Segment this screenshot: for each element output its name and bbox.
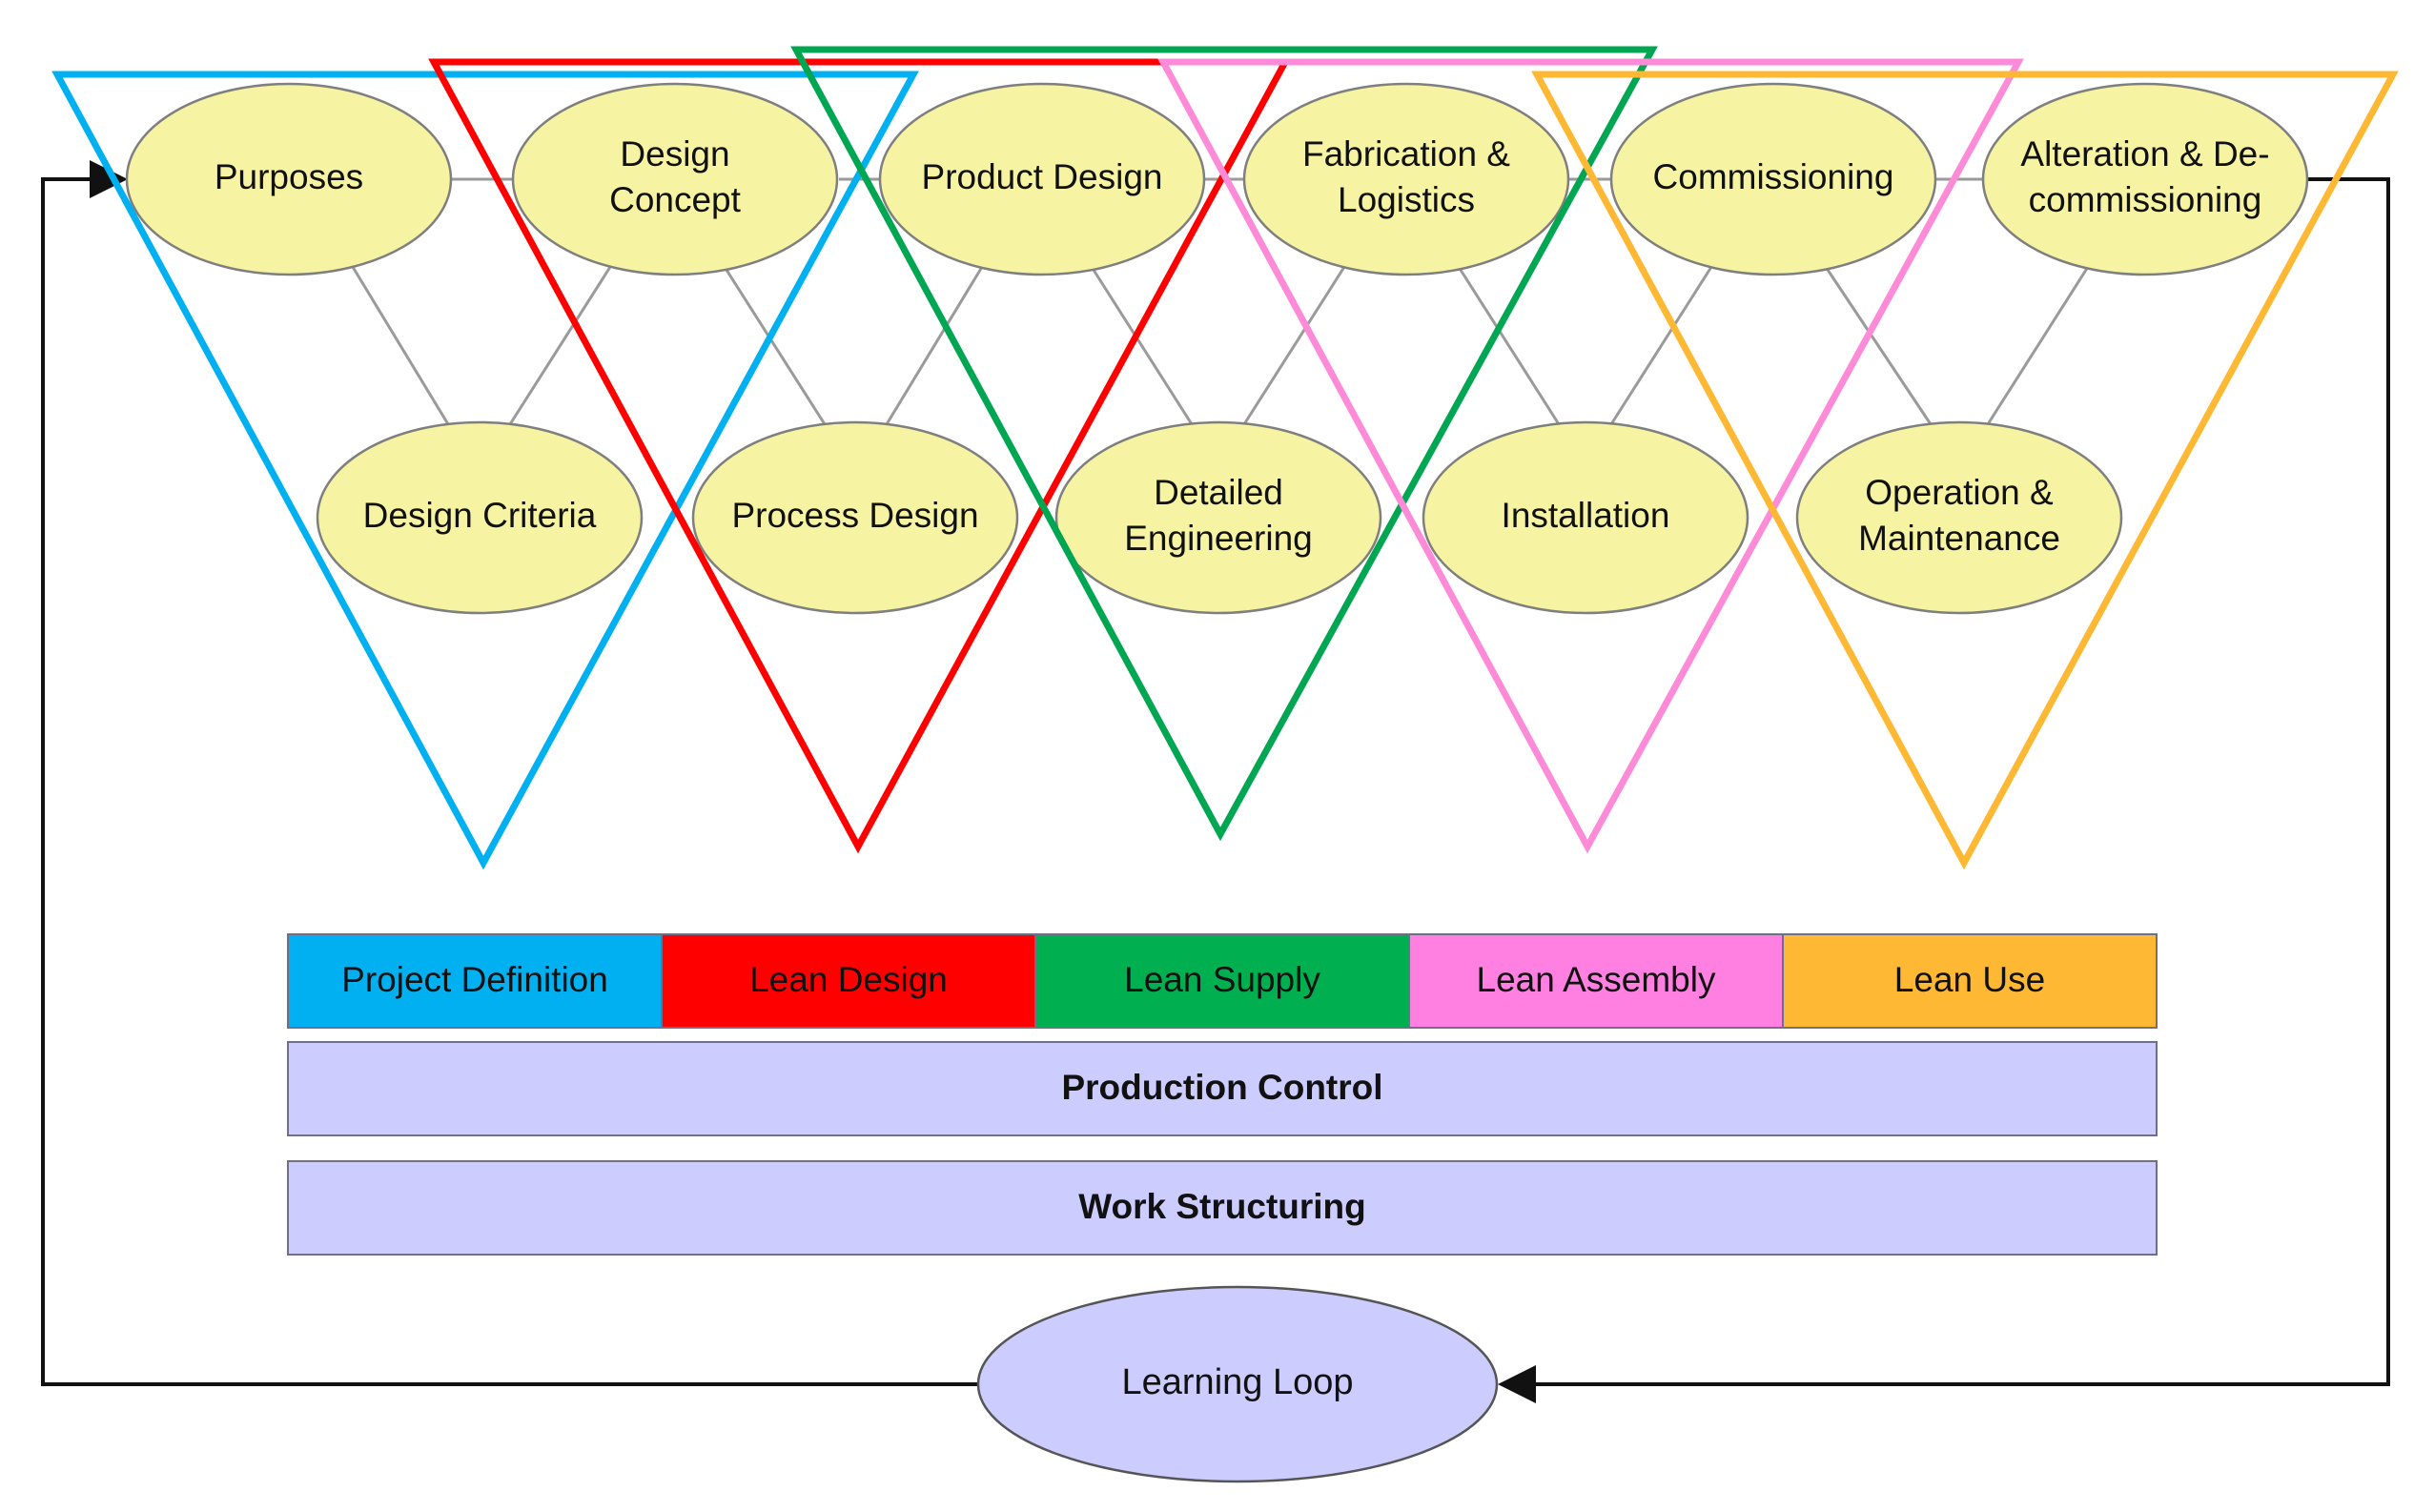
phase-project-definition: Project Definition: [287, 933, 663, 1029]
connector: [1090, 266, 1194, 425]
connector: [885, 266, 984, 425]
work-structuring-bar: Work Structuring: [287, 1160, 2158, 1256]
node-product-design: Product Design: [878, 82, 1206, 276]
feedback-right-path: [1498, 177, 2390, 1403]
phase-lean-design: Lean Design: [661, 933, 1036, 1029]
lean-supply-triangle: [790, 46, 1658, 842]
node-fabrication-logistics: Fabrication & Logistics: [1242, 82, 1570, 276]
phase-lean-supply: Lean Supply: [1034, 933, 1410, 1029]
node-design-concept: Design Concept: [511, 82, 839, 276]
node-label: Purposes: [215, 157, 363, 196]
node-operation-maintenance: Operation & Maintenance: [1795, 420, 2123, 615]
node-label: Installation: [1502, 496, 1670, 535]
lean-use-triangle: [1531, 71, 2399, 870]
node-label: commissioning: [2029, 180, 2262, 219]
learning-loop: Learning Loop: [976, 1285, 1499, 1483]
phase-triangles: [51, 46, 2399, 870]
connector: [1242, 266, 1346, 425]
connector: [1824, 266, 1933, 425]
lean-design-triangle: [428, 58, 1291, 854]
node-label: Design: [620, 134, 729, 174]
learning-loop-feedback: [41, 160, 2390, 1403]
phase-lean-assembly: Lean Assembly: [1408, 933, 1784, 1029]
phase-lean-use: Lean Use: [1782, 933, 2158, 1029]
feedback-left-path: [41, 160, 977, 1386]
node-process-design: Process Design: [691, 420, 1019, 615]
lean-assembly-triangle: [1157, 58, 2024, 854]
learning-loop-label: Learning Loop: [1122, 1362, 1354, 1402]
node-label: Fabrication &: [1302, 134, 1510, 174]
node-label: Detailed: [1154, 473, 1283, 512]
node-label: Commissioning: [1653, 157, 1894, 196]
node-label: Operation &: [1865, 473, 2054, 512]
phase-legend: Project Definition Lean Design Lean Supp…: [287, 933, 2158, 1029]
node-purposes: Purposes: [125, 82, 453, 276]
node-design-criteria: Design Criteria: [316, 420, 644, 615]
phase-label: Lean Assembly: [1477, 960, 1716, 999]
phase-label: Lean Use: [1894, 960, 2045, 999]
connector: [1457, 266, 1561, 425]
node-label: Maintenance: [1858, 519, 2060, 558]
node-label: Engineering: [1124, 519, 1312, 558]
node-installation: Installation: [1422, 420, 1749, 615]
production-control-bar: Production Control: [287, 1041, 2158, 1136]
project-definition-triangle: [51, 71, 919, 870]
phase-label: Lean Design: [749, 960, 948, 999]
production-control-label: Production Control: [1061, 1068, 1382, 1107]
phase-label: Project Definition: [341, 960, 608, 999]
node-label: Concept: [609, 180, 742, 219]
node-label: Logistics: [1338, 180, 1475, 219]
phase-label: Lean Supply: [1124, 960, 1320, 999]
work-structuring-label: Work Structuring: [1078, 1187, 1366, 1226]
connector: [351, 266, 450, 425]
node-label: Process Design: [731, 496, 978, 535]
connector: [508, 266, 612, 425]
connector: [1986, 266, 2090, 425]
node-alteration-decommissioning: Alteration & De- commissioning: [1981, 82, 2309, 276]
connector: [1609, 266, 1713, 425]
node-connectors: [351, 177, 2090, 425]
node-label: Alteration & De-: [2020, 134, 2269, 174]
node-label: Product Design: [922, 157, 1163, 196]
node-label: Design Criteria: [363, 496, 597, 535]
node-detailed-engineering: Detailed Engineering: [1054, 420, 1382, 615]
connector: [723, 266, 827, 425]
node-commissioning: Commissioning: [1609, 82, 1937, 276]
